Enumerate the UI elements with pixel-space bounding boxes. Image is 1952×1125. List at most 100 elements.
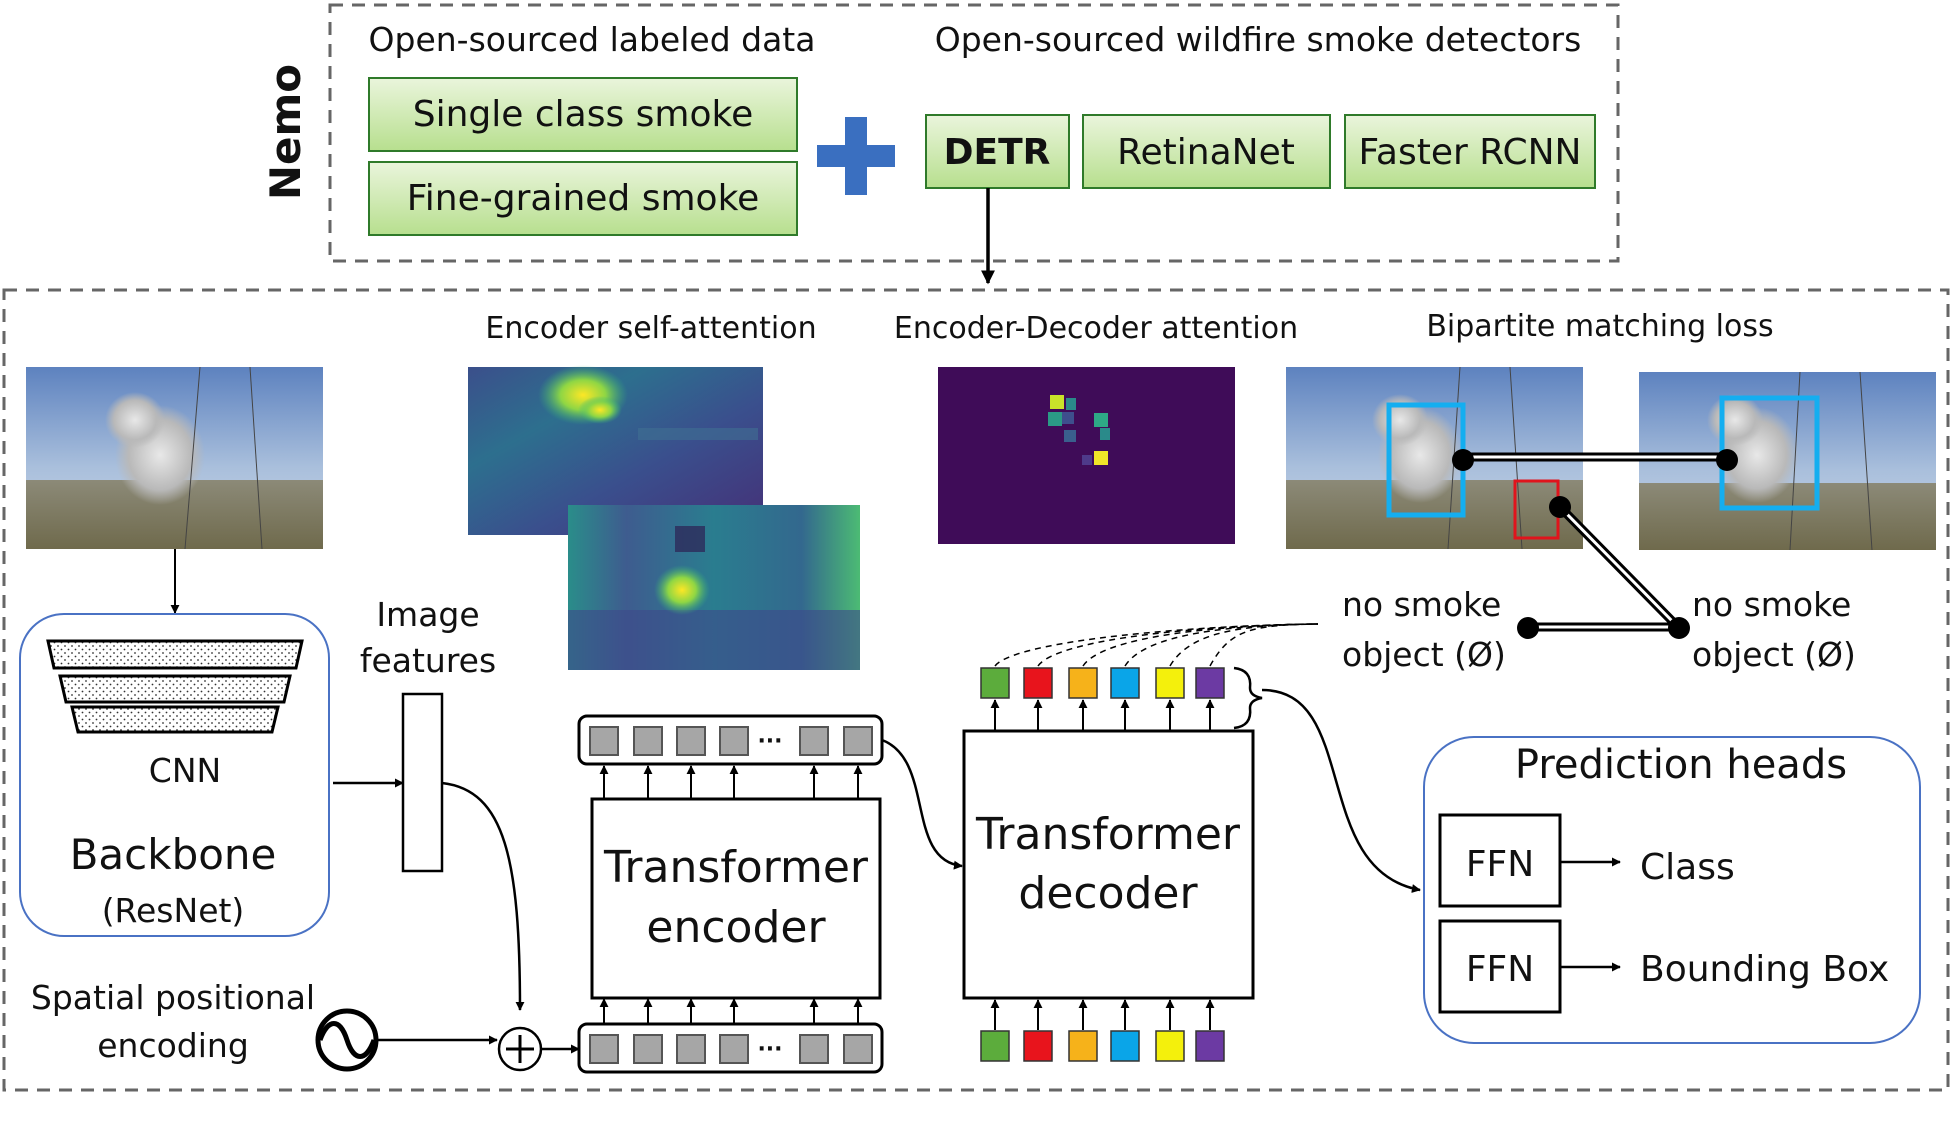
output-query <box>1195 667 1225 699</box>
sum-icon <box>497 1026 543 1072</box>
feature-token <box>843 726 873 756</box>
image-features-label-1: Image <box>376 595 479 634</box>
query-match-dashed-links <box>994 623 1319 667</box>
feature-token <box>719 1034 749 1064</box>
detector-label: Faster RCNN <box>1359 132 1582 173</box>
feature-token <box>633 726 663 756</box>
detector-faster-rcnn: Faster RCNN <box>1344 114 1596 189</box>
object-query <box>1195 1030 1225 1062</box>
feature-token <box>633 1034 663 1064</box>
feature-token <box>799 726 829 756</box>
nemo-dashed-border <box>328 3 1620 263</box>
enc-dec-attention-title: Encoder-Decoder attention <box>894 311 1298 346</box>
nemo-section: Nemo Open-sourced labeled data Single cl… <box>261 3 1620 285</box>
decoder-label-2: decoder <box>1018 868 1198 919</box>
enc-dec-attention-map <box>938 367 1235 544</box>
ffn-label: FFN <box>1466 949 1534 990</box>
backbone-block: CNN Backbone (ResNet) <box>19 613 330 937</box>
detector-retinanet: RetinaNet <box>1082 114 1331 189</box>
class-output-label: Class <box>1640 847 1735 888</box>
feature-token <box>676 1034 706 1064</box>
detectors-title: Open-sourced wildfire smoke detectors <box>935 20 1582 59</box>
dashed-match-link <box>994 623 1319 667</box>
nemo-side-label: Nemo <box>261 64 310 200</box>
decoder-output-queries <box>980 667 1225 730</box>
encoder-label-2: encoder <box>646 902 826 953</box>
feature-token <box>589 726 619 756</box>
encoder-attention-map-2 <box>568 505 860 670</box>
input-image <box>26 366 323 550</box>
bipartite-loss-title: Bipartite matching loss <box>1426 309 1773 344</box>
output-query <box>1155 667 1185 699</box>
no-smoke-label-right-2: object (Ø) <box>1692 635 1856 674</box>
output-query <box>1068 667 1098 699</box>
dashed-match-link <box>1169 623 1319 667</box>
query-brace <box>1233 666 1263 730</box>
backbone-sub-label: (ResNet) <box>102 891 245 930</box>
plus-icon <box>817 117 895 195</box>
spatial-encoding-label-1: Spatial positional <box>31 978 315 1017</box>
data-item-label: Single class smoke <box>413 94 754 135</box>
data-item-fine-grained: Fine-grained smoke <box>368 161 798 236</box>
spatial-encoding-label-2: encoding <box>97 1026 249 1065</box>
transformer-encoder-block: Transformer encoder <box>590 797 882 1000</box>
dashed-match-link <box>1082 623 1319 667</box>
ffn-label: FFN <box>1466 844 1534 885</box>
cnn-label: CNN <box>149 751 221 790</box>
sine-wave-icon <box>315 1008 379 1072</box>
matching-links <box>1452 449 1738 639</box>
encoder-input-arrows <box>599 998 863 1024</box>
feature-token <box>799 1034 829 1064</box>
output-query <box>980 667 1010 699</box>
prediction-heads-title: Prediction heads <box>1515 742 1847 788</box>
backbone-label: Backbone <box>70 830 277 879</box>
no-smoke-label-left-2: object (Ø) <box>1342 635 1506 674</box>
token-ellipsis: ··· <box>757 729 782 754</box>
features-to-sum-arrow <box>441 781 525 1011</box>
cnn-layer-1 <box>46 639 304 670</box>
feature-token <box>589 1034 619 1064</box>
decoder-to-heads-arrow <box>1261 688 1421 893</box>
token-ellipsis: ··· <box>757 1037 782 1062</box>
detector-label: RetinaNet <box>1117 132 1295 173</box>
prediction-heads-block: Prediction heads FFN Class FFN Bounding … <box>1423 736 1921 1044</box>
object-query <box>1023 1030 1053 1062</box>
output-query <box>1023 667 1053 699</box>
data-item-single-class: Single class smoke <box>368 77 798 152</box>
prediction-image <box>1286 366 1583 550</box>
object-query <box>1110 1030 1140 1062</box>
data-item-label: Fine-grained smoke <box>407 178 760 219</box>
enc-self-attention-title: Encoder self-attention <box>485 311 816 346</box>
encoder-to-decoder-arrow <box>881 738 963 870</box>
labeled-data-title: Open-sourced labeled data <box>369 20 816 59</box>
feature-token <box>719 726 749 756</box>
decoder-label-1: Transformer <box>975 809 1241 860</box>
detector-label: DETR <box>944 132 1051 173</box>
image-features-bar <box>401 692 444 873</box>
dashed-match-link <box>1209 623 1319 667</box>
ffn-class-box <box>1438 813 1562 908</box>
no-smoke-label-right-1: no smoke <box>1692 585 1851 624</box>
encoder-input-tokens: ··· <box>577 1022 884 1074</box>
dashed-match-link <box>1124 623 1319 667</box>
encoder-output-tokens: ··· <box>577 714 884 766</box>
bbox-output-label: Bounding Box <box>1640 949 1889 990</box>
no-smoke-label-left-1: no smoke <box>1342 585 1501 624</box>
detr-dashed-border <box>2 288 1950 1092</box>
detector-detr: DETR <box>925 114 1070 189</box>
transformer-decoder-block: Transformer decoder <box>962 729 1255 1000</box>
image-features-label-2: features <box>360 641 496 680</box>
ffn-box-box <box>1438 919 1562 1014</box>
output-query <box>1110 667 1140 699</box>
object-query <box>1068 1030 1098 1062</box>
cnn-layer-3 <box>70 705 280 734</box>
encoder-output-arrows <box>599 765 863 799</box>
cnn-layer-2 <box>58 674 292 704</box>
object-query <box>1155 1030 1185 1062</box>
object-query <box>980 1030 1010 1062</box>
feature-token <box>843 1034 873 1064</box>
decoder-object-queries <box>980 999 1225 1062</box>
feature-token <box>676 726 706 756</box>
encoder-label-1: Transformer <box>603 842 869 893</box>
